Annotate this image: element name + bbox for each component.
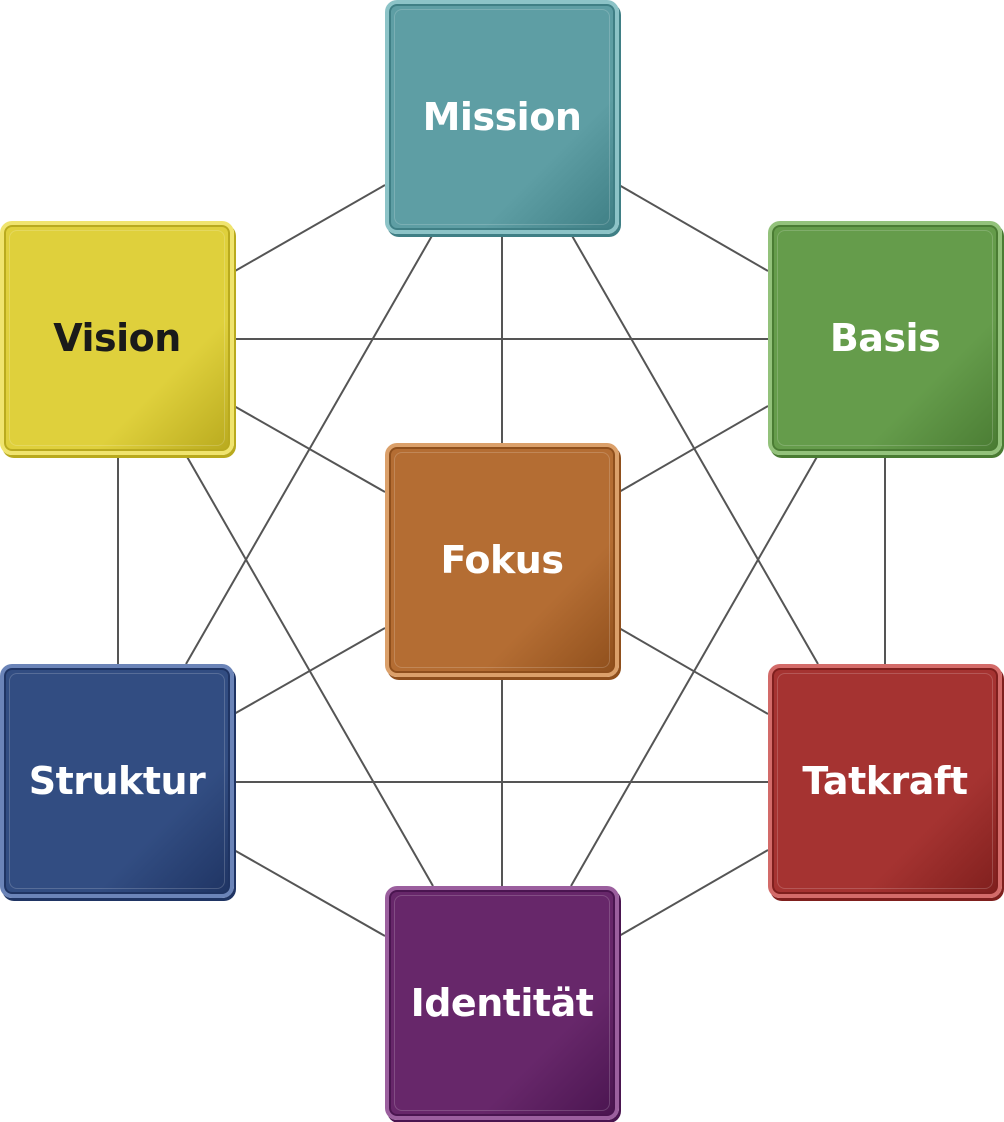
node-struktur: Struktur bbox=[0, 664, 234, 898]
link-mission-basis bbox=[618, 184, 769, 272]
node-label-identitaet: Identität bbox=[410, 981, 594, 1025]
link-mission-vision bbox=[234, 184, 386, 272]
link-fokus-tatkraft bbox=[618, 627, 769, 715]
node-label-tatkraft: Tatkraft bbox=[802, 759, 968, 803]
link-basis-fokus bbox=[618, 405, 769, 493]
node-label-vision: Vision bbox=[53, 316, 181, 360]
node-tatkraft: Tatkraft bbox=[768, 664, 1002, 898]
node-label-fokus: Fokus bbox=[440, 538, 564, 582]
node-vision: Vision bbox=[0, 221, 234, 455]
node-label-struktur: Struktur bbox=[28, 759, 206, 803]
node-fokus: Fokus bbox=[385, 443, 619, 677]
node-label-basis: Basis bbox=[829, 316, 941, 360]
node-label-mission: Mission bbox=[422, 95, 582, 139]
link-vision-fokus bbox=[233, 405, 386, 493]
node-identitaet: Identität bbox=[385, 886, 619, 1120]
node-mission: Mission bbox=[385, 0, 619, 234]
link-tatkraft-identitaet bbox=[618, 849, 769, 937]
link-struktur-identitaet bbox=[233, 849, 386, 937]
node-basis: Basis bbox=[768, 221, 1002, 455]
link-fokus-struktur bbox=[233, 627, 386, 715]
